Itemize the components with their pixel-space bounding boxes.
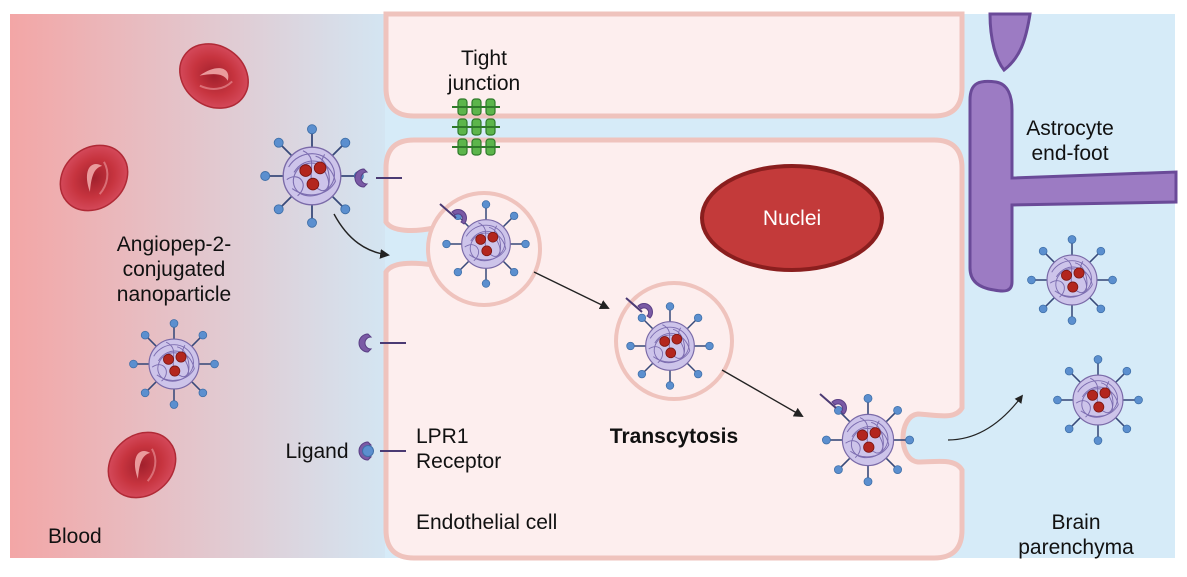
nanoparticle-approaching: [259, 123, 365, 229]
blood-region: [10, 14, 390, 558]
arrow-binding: [333, 213, 390, 259]
transcytosis-label: Transcytosis: [609, 425, 739, 448]
astrocyte-label: Astrocyte end-foot: [1026, 117, 1114, 165]
blood-label: Blood: [48, 525, 102, 548]
ligand-label: Ligand: [285, 440, 349, 463]
astrocyte-end-foot: [968, 12, 1178, 293]
nanoparticle-brain-1: [1026, 234, 1118, 326]
ligand-receptor-legend: [358, 441, 407, 461]
nanoparticle-brain-2: [1052, 354, 1144, 446]
brain-parenchyma-label: Brain parenchyma: [1018, 511, 1134, 559]
nuclei-label: Nuclei: [762, 207, 822, 230]
arrow-release: [947, 394, 1024, 441]
arrow-internalization: [533, 271, 610, 309]
arrow-transport: [721, 369, 804, 417]
nanoparticle-exocytosis: [821, 393, 915, 487]
lpr1-receptor-label: LPR1 Receptor: [416, 425, 502, 473]
upper-endothelial-cell: [383, 11, 965, 119]
nucleus: [700, 164, 884, 272]
tight-junction: [452, 98, 500, 156]
tight-junction-label: Tight junction: [447, 47, 521, 95]
nanoparticle-legend: [128, 318, 220, 410]
endothelial-cell-label: Endothelial cell: [416, 511, 558, 534]
nanoparticle-in-vesicle: [625, 301, 715, 391]
nanoparticle-label: Angiopep-2- conjugated nanoparticle: [116, 233, 232, 306]
